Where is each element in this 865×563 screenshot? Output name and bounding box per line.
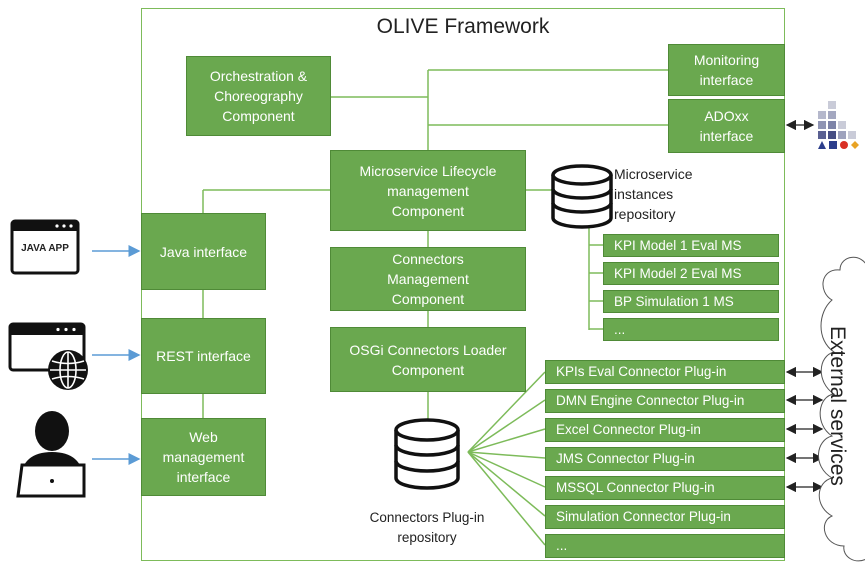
monitoring-interface[interactable]: Monitoring interface (668, 44, 785, 96)
adoxx-logo-icon (818, 101, 859, 149)
external-services-label: External services (826, 326, 849, 486)
microservice-item[interactable]: ... (603, 318, 779, 341)
plugin-repository-label: Connectors Plug-in repository (369, 510, 485, 545)
database-icon (551, 164, 613, 229)
microservice-item[interactable]: BP Simulation 1 MS (603, 290, 779, 313)
cloud-icon (818, 256, 865, 562)
microservice-item[interactable]: KPI Model 1 Eval MS (603, 234, 779, 257)
plugin-item[interactable]: JMS Connector Plug-in (545, 447, 785, 471)
plugin-item[interactable]: Simulation Connector Plug-in (545, 505, 785, 529)
osgi-connectors-loader-component[interactable]: OSGi Connectors Loader Component (330, 327, 526, 392)
plugin-item[interactable]: MSSQL Connector Plug-in (545, 476, 785, 500)
microservice-repository-label: Microservice instances repository (614, 166, 693, 222)
web-browser-icon (8, 322, 88, 390)
plugin-item[interactable]: KPIs Eval Connector Plug-in (545, 360, 785, 384)
plugin-item[interactable]: DMN Engine Connector Plug-in (545, 389, 785, 413)
java-app-icon (10, 219, 80, 275)
plugin-item[interactable]: ... (545, 534, 785, 558)
rest-interface[interactable]: REST interface (141, 318, 266, 394)
microservice-lifecycle-component[interactable]: Microservice Lifecycle management Compon… (330, 150, 526, 231)
orchestration-component[interactable]: Orchestration & Choreography Component (186, 56, 331, 136)
java-app-label: JAVA APP (21, 243, 69, 254)
web-management-interface[interactable]: Web management interface (141, 418, 266, 496)
adoxx-interface[interactable]: ADOxx interface (668, 99, 785, 153)
user-laptop-icon (16, 411, 86, 498)
plugin-item[interactable]: Excel Connector Plug-in (545, 418, 785, 442)
framework-title: OLIVE Framework (376, 15, 550, 38)
connectors-management-component[interactable]: Connectors Management Component (330, 247, 526, 311)
database-icon (394, 418, 460, 490)
java-interface[interactable]: Java interface (141, 213, 266, 290)
microservice-item[interactable]: KPI Model 2 Eval MS (603, 262, 779, 285)
